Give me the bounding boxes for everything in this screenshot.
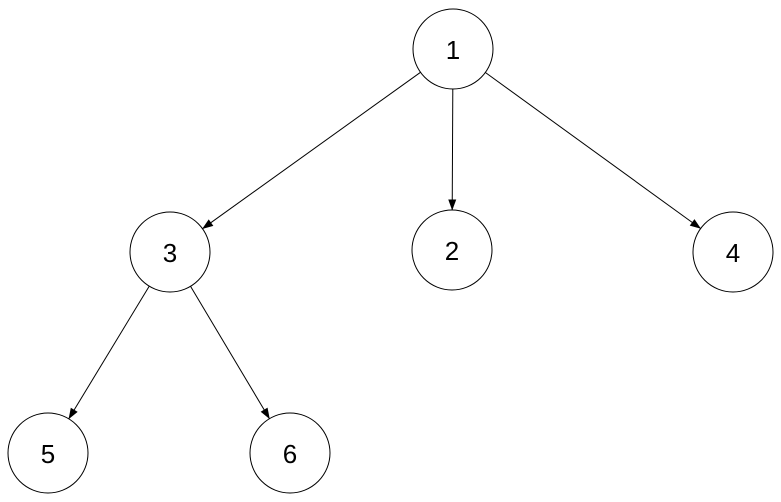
node-circle-5 <box>7 412 89 494</box>
edge-1-2 <box>448 88 457 211</box>
tree-node-2: 2 <box>411 209 493 291</box>
tree-node-6: 6 <box>249 412 331 494</box>
node-circle-1 <box>412 8 494 90</box>
node-label-6: 6 <box>283 439 297 469</box>
tree-node-1: 1 <box>412 8 494 90</box>
tree-node-4: 4 <box>692 211 774 293</box>
edge-1-4 <box>485 72 702 229</box>
node-label-5: 5 <box>41 439 55 469</box>
nodes-layer: 1 3 2 4 5 6 <box>7 8 774 494</box>
node-label-4: 4 <box>726 238 740 268</box>
tree-node-3: 3 <box>129 211 211 293</box>
node-circle-3 <box>129 211 211 293</box>
node-circle-6 <box>249 412 331 494</box>
node-circle-2 <box>411 209 493 291</box>
edges-layer <box>68 71 702 420</box>
node-label-1: 1 <box>446 35 460 65</box>
node-circle-4 <box>692 211 774 293</box>
edge-3-6 <box>190 286 270 420</box>
tree-node-5: 5 <box>7 412 89 494</box>
node-label-2: 2 <box>445 236 459 266</box>
edge-3-5 <box>68 285 150 420</box>
node-label-3: 3 <box>163 238 177 268</box>
edge-1-3 <box>202 71 421 230</box>
